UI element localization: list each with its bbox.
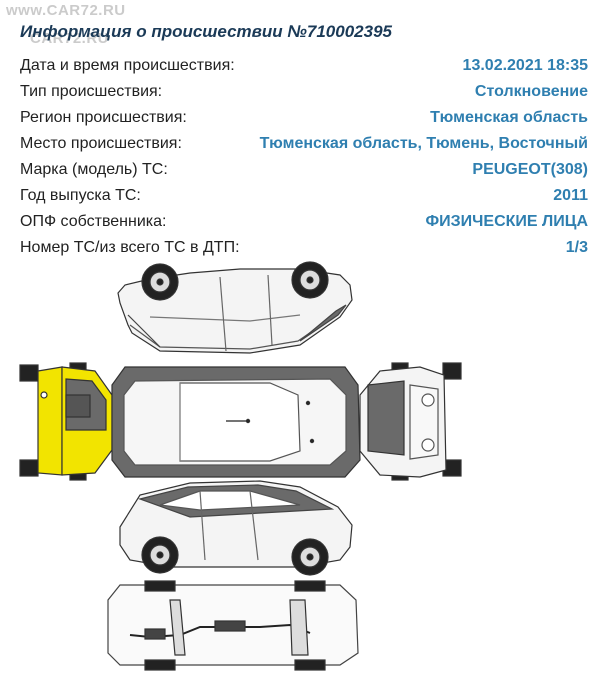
info-value: Столкновение [474, 83, 588, 100]
info-value: 2011 [553, 187, 588, 204]
incident-title: Информация о происшествии №710002395 [20, 22, 392, 41]
info-value: PEUGEOT(308) [472, 161, 588, 178]
info-row-owner-type: ОПФ собственника: ФИЗИЧЕСКИЕ ЛИЦА [20, 211, 588, 237]
info-value: 1/3 [565, 239, 588, 256]
info-row-place: Место происшествия: Тюменская область, Т… [20, 133, 588, 159]
info-value: 13.02.2021 18:35 [462, 57, 588, 74]
car-front-view [359, 362, 462, 481]
info-label: ОПФ собственника: [20, 213, 167, 230]
car-top-view [111, 366, 361, 478]
car-side-view-top [117, 261, 353, 354]
info-label: Тип происшествия: [20, 83, 163, 100]
car-underbody-view [107, 580, 359, 671]
damage-diagram [0, 255, 603, 692]
info-row-type: Тип происшествия: Столкновение [20, 81, 588, 107]
info-label: Дата и время происшествия: [20, 57, 235, 74]
info-row-datetime: Дата и время происшествия: 13.02.2021 18… [20, 55, 588, 81]
info-value: Тюменская область, Тюмень, Восточный [259, 135, 588, 152]
site-watermark-secondary: CAR72.RU [30, 30, 110, 47]
info-label: Регион происшествия: [20, 109, 187, 126]
car-rear-view [19, 362, 113, 481]
info-label: Номер ТС/из всего ТС в ДТП: [20, 239, 240, 256]
info-label: Год выпуска ТС: [20, 187, 141, 204]
info-value: ФИЗИЧЕСКИЕ ЛИЦА [425, 213, 589, 230]
car-side-view-bottom [119, 480, 353, 576]
info-row-year: Год выпуска ТС: 2011 [20, 185, 588, 211]
incident-info-list: Дата и время происшествия: 13.02.2021 18… [20, 55, 588, 263]
info-value: Тюменская область [430, 109, 588, 126]
info-label: Место происшествия: [20, 135, 182, 152]
info-row-model: Марка (модель) ТС: PEUGEOT(308) [20, 159, 588, 185]
info-row-vehicle-number: Номер ТС/из всего ТС в ДТП: 1/3 [20, 237, 588, 263]
site-watermark: www.CAR72.RU [6, 2, 126, 19]
info-row-region: Регион происшествия: Тюменская область [20, 107, 588, 133]
info-label: Марка (модель) ТС: [20, 161, 168, 178]
